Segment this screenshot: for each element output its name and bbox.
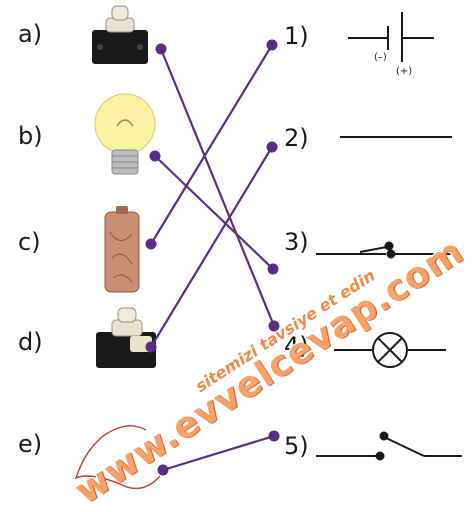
label-3: 3) (284, 228, 309, 256)
dot-e (157, 464, 169, 476)
battery-negative-label: (–) (374, 52, 387, 63)
label-b: b) (18, 122, 43, 150)
lamp-symbol (334, 332, 446, 368)
battery-symbol (348, 12, 434, 62)
match-line-d (150, 146, 273, 348)
match-line-b (154, 155, 274, 270)
wire-image (74, 425, 161, 490)
connection-dots (145, 39, 280, 476)
dot-3 (267, 263, 279, 275)
match-line-e (162, 434, 275, 472)
dot-c (145, 238, 157, 250)
label-c: c) (18, 228, 41, 256)
battery-image (104, 206, 140, 293)
dot-2 (266, 141, 278, 153)
dot-a (155, 43, 167, 55)
match-line-c (150, 44, 273, 245)
label-d: d) (18, 328, 43, 356)
matching-lines (150, 44, 276, 472)
label-2: 2) (284, 124, 309, 152)
label-e: e) (18, 430, 43, 458)
dot-4 (268, 320, 280, 332)
dot-5 (268, 430, 280, 442)
label-5: 5) (284, 432, 309, 460)
dot-1 (266, 39, 278, 51)
battery-positive-label: (+) (396, 66, 413, 77)
push-button-switch-image (92, 5, 148, 64)
switch-image (96, 307, 156, 368)
label-4: 4) (284, 332, 309, 360)
label-1: 1) (284, 22, 309, 50)
light-bulb-image (94, 93, 156, 175)
closed-switch-symbol (316, 241, 456, 259)
dot-b (149, 150, 161, 162)
dot-d (145, 341, 157, 353)
label-a: a) (18, 20, 43, 48)
open-switch-symbol (316, 431, 462, 461)
match-line-a (159, 48, 276, 327)
